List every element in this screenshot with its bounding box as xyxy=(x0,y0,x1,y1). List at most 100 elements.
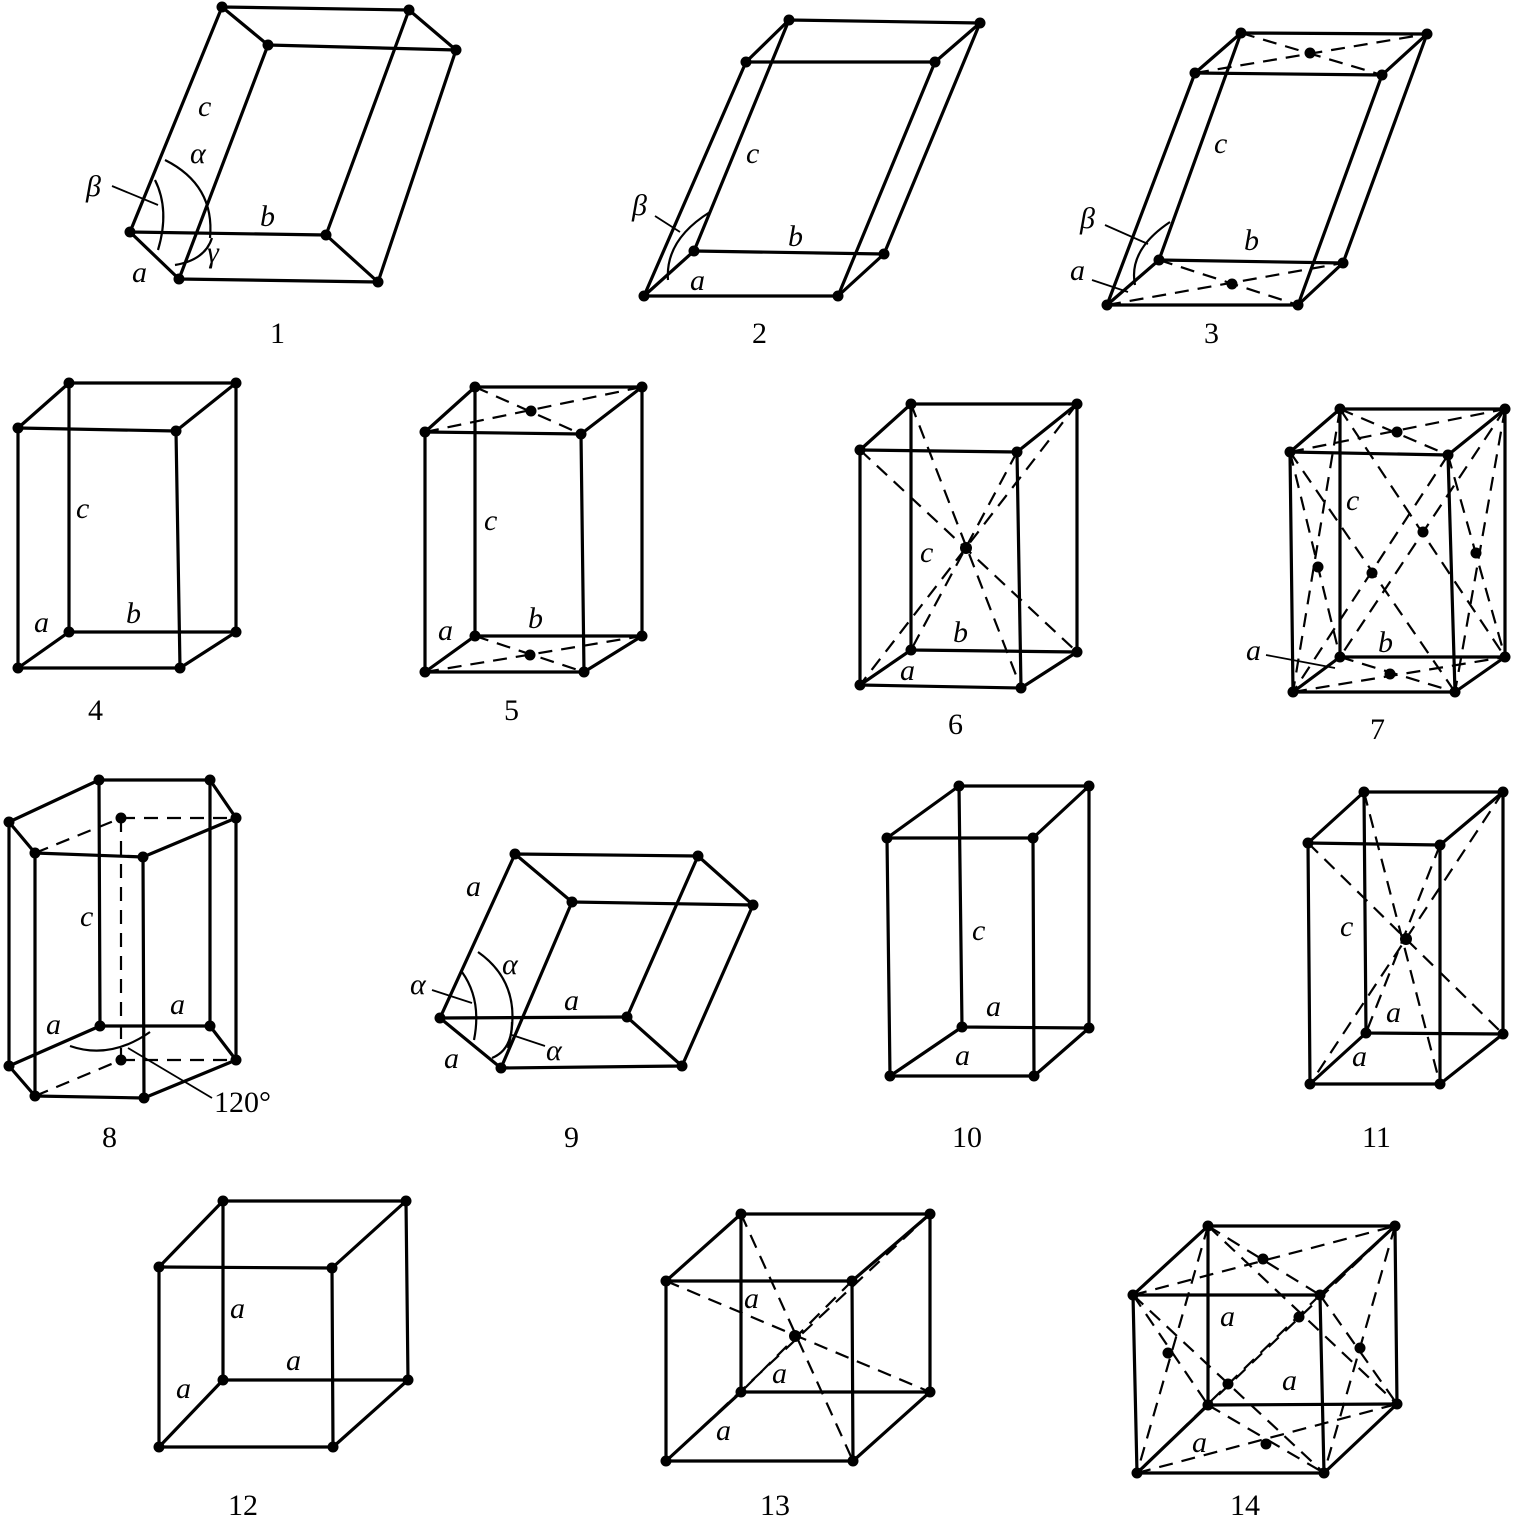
lattice-14: a a a 14 xyxy=(1127,1220,1403,1517)
lattice-13-label-a-front: a xyxy=(716,1414,731,1447)
lattice-6-nodes xyxy=(854,398,1083,694)
lattice-10-edges xyxy=(885,784,1091,1078)
lattice-4-label-c: c xyxy=(76,492,89,525)
lattice-7-a-leader xyxy=(1265,654,1336,669)
lattice-13: a a a 13 xyxy=(660,1208,936,1517)
lattice-10-nodes xyxy=(881,780,1095,1082)
lattice-3-label-a: a xyxy=(1070,254,1085,287)
lattice-10-number: 10 xyxy=(952,1121,982,1154)
lattice-10-label-c: c xyxy=(972,914,985,947)
lattice-2-nodes xyxy=(638,14,986,302)
lattice-9-label-alpha-top: α xyxy=(502,948,519,981)
lattice-9-label-alpha-left: α xyxy=(410,968,427,1001)
lattice-12: a a a 12 xyxy=(153,1195,414,1517)
lattice-4-label-a: a xyxy=(34,606,49,639)
lattice-2-label-beta: β xyxy=(631,189,647,222)
lattice-7-number: 7 xyxy=(1370,713,1385,746)
lattice-5-label-c: c xyxy=(484,504,497,537)
lattice-14-number: 14 xyxy=(1230,1489,1260,1517)
lattice-1-nodes xyxy=(124,1,462,288)
lattice-9-edges xyxy=(438,852,755,1070)
lattice-7-label-c: c xyxy=(1346,484,1359,517)
lattice-9-label-alpha-right: α xyxy=(546,1034,563,1067)
lattice-8-dashed-lines xyxy=(34,816,236,1098)
lattice-8: c a a 120° 8 xyxy=(3,774,271,1154)
lattice-1-angle-arcs xyxy=(111,159,214,267)
lattice-4: c a b 4 xyxy=(12,377,242,727)
lattice-9-number: 9 xyxy=(564,1121,579,1154)
lattice-3-number: 3 xyxy=(1204,317,1219,350)
lattice-6-label-a: a xyxy=(900,654,915,687)
lattice-1-label-b: b xyxy=(260,200,275,233)
lattice-9-angle-arcs xyxy=(431,951,546,1060)
lattice-8-label-a-left: a xyxy=(46,1008,61,1041)
lattice-7-nodes xyxy=(1284,403,1511,698)
lattice-12-label-a-back: a xyxy=(286,1344,301,1377)
lattice-3-beta-leader xyxy=(1104,224,1149,245)
lattice-11-label-c: c xyxy=(1340,910,1353,943)
lattice-1-label-beta: β xyxy=(85,170,101,203)
lattice-1-number: 1 xyxy=(270,317,285,350)
lattice-10-label-a-front: a xyxy=(955,1039,970,1072)
lattice-12-label-a-front: a xyxy=(176,1372,191,1405)
lattice-12-label-a-vertical: a xyxy=(230,1292,245,1325)
lattice-9-label-a-top: a xyxy=(466,870,481,903)
lattice-3-label-beta: β xyxy=(1079,202,1095,235)
lattice-2-label-b: b xyxy=(788,220,803,253)
lattice-4-label-b: b xyxy=(126,597,141,630)
lattice-3-label-b: b xyxy=(1244,224,1259,257)
lattice-7: c b a 7 xyxy=(1246,403,1511,746)
lattice-3-nodes xyxy=(1101,27,1433,311)
lattice-5: c a b 5 xyxy=(419,381,648,727)
lattice-1: c β α b a γ 1 xyxy=(85,1,462,350)
lattice-12-number: 12 xyxy=(228,1489,258,1517)
lattice-9-nodes xyxy=(434,848,759,1074)
lattice-14-label-a-vertical: a xyxy=(1220,1300,1235,1333)
lattice-2-label-c: c xyxy=(746,137,759,170)
lattice-11: c a a 11 xyxy=(1302,786,1509,1154)
lattice-1-label-alpha: α xyxy=(190,137,207,170)
lattice-13-number: 13 xyxy=(760,1489,790,1517)
lattice-2-angle-arc xyxy=(666,211,711,281)
lattice-2-number: 2 xyxy=(752,317,767,350)
lattice-14-label-a-back: a xyxy=(1282,1364,1297,1397)
lattice-12-nodes xyxy=(153,1195,414,1453)
lattice-10: c a a 10 xyxy=(881,780,1095,1154)
lattice-9-label-a-bottom: a xyxy=(444,1042,459,1075)
lattice-6-label-c: c xyxy=(920,536,933,569)
lattice-3-a-leader xyxy=(1091,279,1129,293)
lattice-8-edges xyxy=(7,778,238,1100)
lattice-8-number: 8 xyxy=(102,1121,117,1154)
lattice-6-label-b: b xyxy=(953,616,968,649)
lattice-13-label-a-back: a xyxy=(772,1357,787,1390)
lattice-13-nodes xyxy=(660,1208,936,1467)
lattice-6: c b a 6 xyxy=(854,398,1083,741)
lattice-9-label-a-middle: a xyxy=(564,984,579,1017)
lattice-2-label-a: a xyxy=(690,264,705,297)
lattice-6-number: 6 xyxy=(948,708,963,741)
lattice-11-number: 11 xyxy=(1362,1121,1391,1154)
lattice-1-label-a: a xyxy=(132,256,147,289)
lattice-14-label-a-front: a xyxy=(1192,1426,1207,1459)
lattice-9: a α α a α a 9 xyxy=(410,848,759,1154)
lattice-2-beta-leader xyxy=(654,215,681,233)
lattice-3-angle-arc xyxy=(1132,221,1171,286)
lattice-8-angle-mark xyxy=(69,1031,213,1099)
lattice-8-nodes xyxy=(3,774,242,1104)
lattice-4-nodes xyxy=(12,377,242,674)
lattice-3: c β b a 3 xyxy=(1070,27,1433,350)
lattice-5-label-a: a xyxy=(438,614,453,647)
lattice-14-nodes xyxy=(1127,1220,1403,1479)
lattice-8-label-angle: 120° xyxy=(214,1086,271,1119)
lattice-11-label-a-front: a xyxy=(1352,1040,1367,1073)
lattice-5-label-b: b xyxy=(528,602,543,635)
lattice-5-number: 5 xyxy=(504,694,519,727)
lattice-3-label-c: c xyxy=(1214,127,1227,160)
lattice-1-edges xyxy=(128,5,458,284)
lattice-7-label-a: a xyxy=(1246,634,1261,667)
lattice-13-label-a-vertical: a xyxy=(744,1282,759,1315)
lattice-11-nodes xyxy=(1302,786,1509,1090)
lattice-7-label-b: b xyxy=(1378,626,1393,659)
